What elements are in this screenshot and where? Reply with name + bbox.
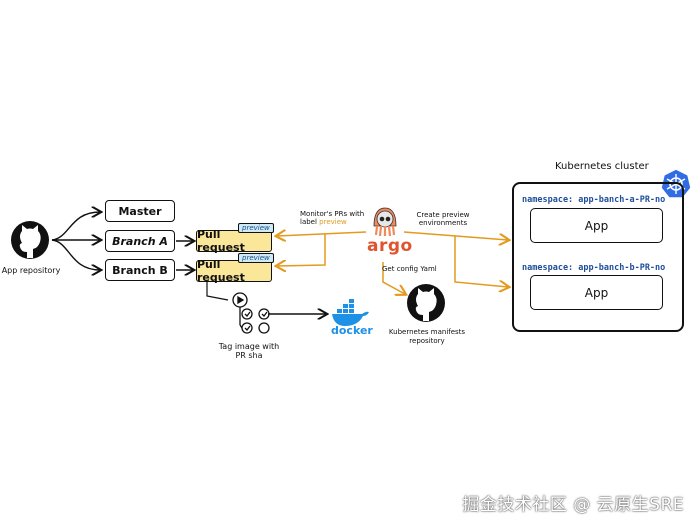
branch-master[interactable]: Master xyxy=(105,200,175,222)
create-note-line2: environments xyxy=(418,219,468,227)
argo-to-cluster-arrows xyxy=(403,231,508,287)
watermark: 掘金技术社区 @ 云原生SRE xyxy=(462,495,684,515)
preview-tag: preview xyxy=(238,253,274,263)
manifests-repo-label: Kubernetes manifests repository xyxy=(387,328,467,346)
tag-image-label: Tag image with PR sha xyxy=(212,342,286,360)
argo-to-manifests-arrow xyxy=(382,262,405,294)
repo-to-branches-arrows xyxy=(51,212,100,270)
monitor-note-line1: Monitor's PRs with xyxy=(300,210,365,218)
manifests-line2: repository xyxy=(409,337,445,345)
pull-request-b[interactable]: Pull request xyxy=(196,258,272,284)
branch-a[interactable]: Branch A xyxy=(105,230,175,252)
create-note-line1: Create preview xyxy=(416,211,470,219)
app-a[interactable]: App xyxy=(530,208,663,243)
pull-request-a[interactable]: Pull request xyxy=(196,228,272,254)
create-preview-note: Create preview environments xyxy=(410,211,476,227)
docker-whale-icon xyxy=(332,299,369,326)
namespace-a-label: namespace: app-banch-a-PR-no xyxy=(522,195,666,205)
app-repo-label: App repository xyxy=(1,266,61,275)
github-icon-manifests xyxy=(407,284,445,322)
docker-label: docker xyxy=(331,324,373,337)
pr-to-actions-arrow xyxy=(206,281,229,301)
manifests-line1: Kubernetes manifests xyxy=(388,328,466,336)
kubernetes-cluster xyxy=(512,182,684,332)
argo-monitor-arrows xyxy=(277,232,367,266)
tag-image-line2: PR sha xyxy=(235,351,263,360)
github-icon xyxy=(11,221,49,259)
github-actions-icon xyxy=(232,292,270,334)
monitor-note-prefix: label xyxy=(300,218,317,226)
tag-image-line1: Tag image with xyxy=(218,342,280,351)
argo-octopus-icon xyxy=(373,207,397,237)
app-b[interactable]: App xyxy=(530,275,663,310)
branch-b[interactable]: Branch B xyxy=(105,259,175,281)
namespace-b-label: namespace: app-banch-b-PR-no xyxy=(522,263,666,273)
monitor-note: Monitor's PRs with label preview xyxy=(300,210,366,226)
monitor-note-highlight: preview xyxy=(319,218,347,226)
argo-label: argo xyxy=(367,236,413,256)
branch-to-pr-arrows xyxy=(176,241,193,270)
get-config-note: Get config Yaml xyxy=(382,265,437,273)
cluster-title: Kubernetes cluster xyxy=(555,161,649,172)
preview-tag: preview xyxy=(238,223,274,233)
